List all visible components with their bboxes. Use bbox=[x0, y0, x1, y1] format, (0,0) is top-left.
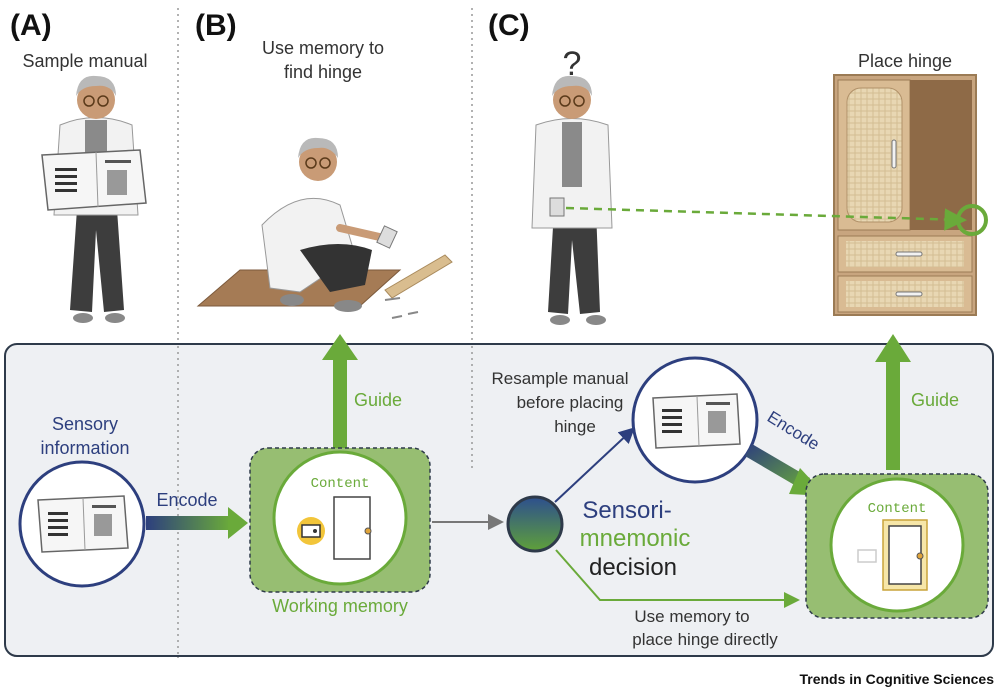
decision-label-1: Sensori- bbox=[582, 497, 671, 524]
sensory-label-2: information bbox=[40, 438, 129, 458]
panel-label-c: (C) bbox=[488, 9, 530, 42]
guide-arrow-c bbox=[875, 334, 911, 470]
resample-arrow bbox=[554, 427, 635, 503]
person-reading-manual bbox=[41, 75, 147, 323]
resample-label-2: before placing bbox=[517, 393, 624, 412]
caption-use-memory-2: find hinge bbox=[284, 62, 362, 82]
guide-label-b: Guide bbox=[354, 390, 402, 410]
wardrobe bbox=[833, 74, 977, 316]
sensory-circle bbox=[18, 460, 146, 588]
question-mark: ? bbox=[563, 45, 582, 83]
direct-path-arrow bbox=[555, 549, 800, 608]
decision-label-2: mnemonic bbox=[580, 525, 691, 552]
encode-label-1: Encode bbox=[156, 490, 217, 510]
guide-label-c: Guide bbox=[911, 390, 959, 410]
panel-label-b: (B) bbox=[195, 9, 237, 42]
content-label-b: Content bbox=[311, 476, 370, 492]
guide-arrow-b bbox=[322, 334, 358, 448]
caption-place-hinge: Place hinge bbox=[858, 51, 952, 71]
resample-label-1: Resample manual bbox=[491, 369, 628, 388]
decision-node bbox=[506, 495, 564, 553]
resample-circle bbox=[631, 356, 759, 484]
journal-name: Trends in Cognitive Sciences bbox=[799, 671, 994, 687]
encode-arrow-1 bbox=[146, 507, 248, 539]
caption-sample-manual: Sample manual bbox=[22, 51, 147, 71]
reach-dashed-arrow bbox=[565, 206, 967, 231]
direct-label-2: place hinge directly bbox=[632, 630, 778, 649]
person-finding-hinge bbox=[196, 137, 453, 319]
panel-label-a: (A) bbox=[10, 9, 52, 42]
content-label-c: Content bbox=[868, 501, 927, 517]
direct-label-1: Use memory to bbox=[634, 607, 749, 626]
caption-use-memory-1: Use memory to bbox=[262, 38, 384, 58]
hinge-target-circle bbox=[956, 204, 988, 236]
working-memory-label: Working memory bbox=[272, 596, 408, 616]
resample-label-3: hinge bbox=[554, 417, 596, 436]
working-memory-box bbox=[249, 447, 431, 593]
manual-icon bbox=[41, 149, 147, 211]
working-memory-box-c bbox=[805, 473, 989, 619]
sensory-label-1: Sensory bbox=[52, 414, 118, 434]
person-placing-hinge bbox=[531, 75, 613, 325]
decision-label-3: decision bbox=[589, 554, 677, 581]
